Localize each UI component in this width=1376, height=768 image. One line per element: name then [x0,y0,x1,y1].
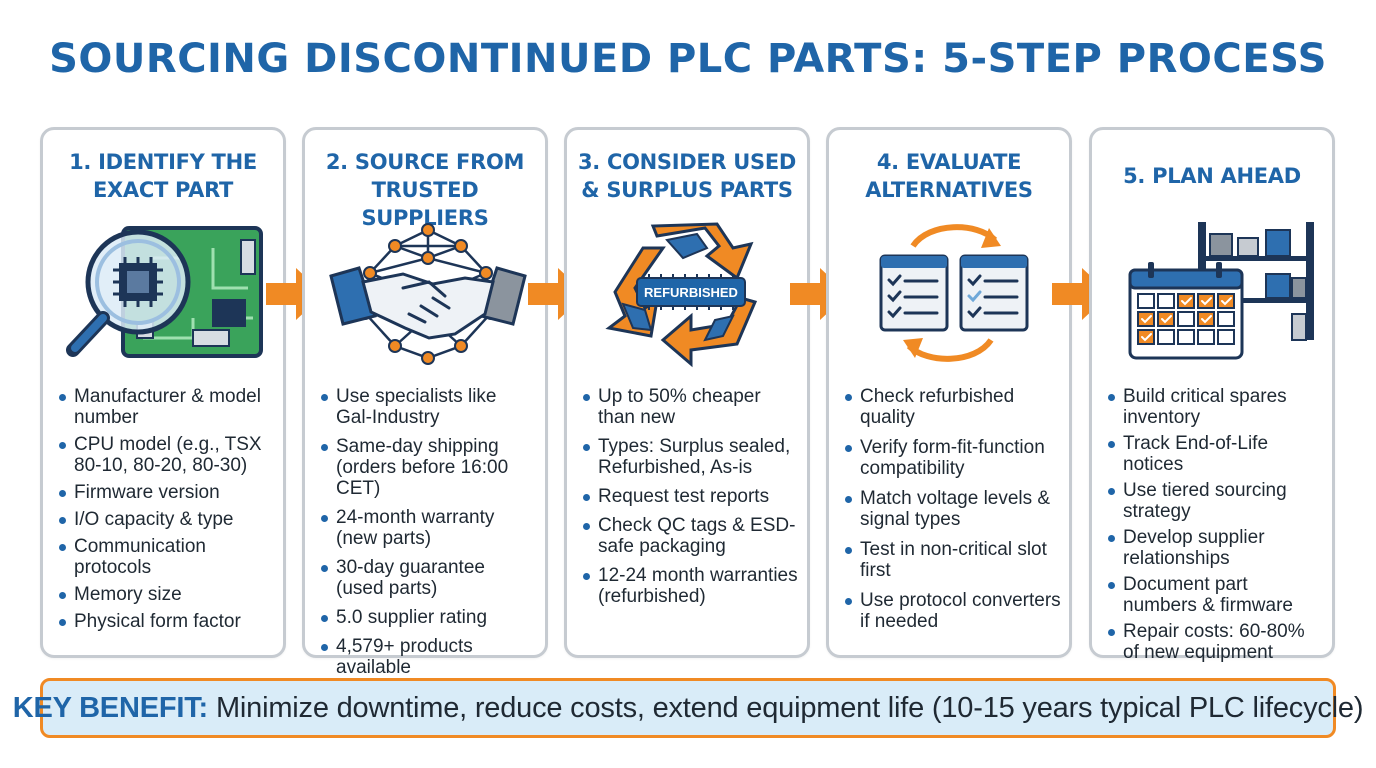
list-item: 30-day guarantee (used parts) [319,557,537,599]
handshake-network-icon [325,218,531,368]
step-card-identify: 1. IDENTIFY THE EXACT PART [40,127,286,658]
list-item: Develop supplier relationships [1106,527,1324,569]
bullet-list: Manufacturer & model number CPU model (e… [57,386,275,632]
step-title: 4. EVALUATE ALTERNATIVES [865,150,1033,202]
refurbished-label: REFURBISHED [644,285,738,300]
list-item: Memory size [57,584,275,605]
list-item: Types: Surplus sealed, Refurbished, As-i… [581,436,799,478]
step-card-used-surplus: 3. CONSIDER USED & SURPLUS PARTS REFURBI… [564,127,810,658]
list-item: Check QC tags & ESD-safe packaging [581,515,799,557]
bullet-list: Use specialists like Gal-Industry Same-d… [319,386,537,678]
list-item: Use protocol converters if needed [843,590,1061,632]
list-item: Verify form-fit-function compatibility [843,437,1061,479]
step-card-alternatives: 4. EVALUATE ALTERNATIVES Check refurbis [826,127,1072,658]
list-item: Same-day shipping (orders before 16:00 C… [319,436,537,499]
key-benefit-text: Minimize downtime, reduce costs, extend … [215,691,1364,724]
list-item: Document part numbers & firmware [1106,574,1324,616]
list-item: 5.0 supplier rating [319,607,537,628]
bullet-list: Up to 50% cheaper than new Types: Surplu… [581,386,799,607]
list-item: 12-24 month warranties (refurbished) [581,565,799,607]
magnifier-circuit-board-icon [63,218,269,368]
list-item: Communication protocols [57,536,275,578]
list-item: I/O capacity & type [57,509,275,530]
list-item: Manufacturer & model number [57,386,275,428]
bullet-list: Build critical spares inventory Track En… [1106,386,1324,663]
list-item: Up to 50% cheaper than new [581,386,799,428]
recycle-refurbished-icon: REFURBISHED [587,218,793,368]
step-title: 3. CONSIDER USED & SURPLUS PARTS [577,150,797,202]
list-item: CPU model (e.g., TSX 80-10, 80-20, 80-30… [57,434,275,476]
list-item: Repair costs: 60-80% of new equipment [1106,621,1324,663]
list-item: 4,579+ products available [319,636,537,678]
key-benefit-banner: KEY BENEFIT: Minimize downtime, reduce c… [13,678,1364,738]
list-item: Build critical spares inventory [1106,386,1324,428]
list-item: 24-month warranty (new parts) [319,507,537,549]
step-card-plan-ahead: 5. PLAN AHEAD [1089,127,1335,663]
step-title: 2. SOURCE FROM TRUSTED SUPPLIERS [325,150,525,230]
step-title: 5. PLAN AHEAD [1123,164,1301,188]
list-item: Use specialists like Gal-Industry [319,386,537,428]
compare-checklists-icon [849,218,1055,368]
list-item: Request test reports [581,486,799,507]
step-card-source: 2. SOURCE FROM TRUSTED SUPPLIERS [302,127,548,678]
calendar-warehouse-icon [1112,218,1318,368]
step-title: 1. IDENTIFY THE EXACT PART [69,150,257,202]
key-benefit-label: KEY BENEFIT: [12,691,208,724]
list-item: Track End-of-Life notices [1106,433,1324,475]
list-item: Firmware version [57,482,275,503]
list-item: Test in non-critical slot first [843,539,1061,581]
list-item: Use tiered sourcing strategy [1106,480,1324,522]
bullet-list: Check refurbished quality Verify form-fi… [843,386,1061,632]
list-item: Physical form factor [57,611,275,632]
page-title: SOURCING DISCONTINUED PLC PARTS: 5-STEP … [49,36,1327,82]
list-item: Match voltage levels & signal types [843,488,1061,530]
list-item: Check refurbished quality [843,386,1061,428]
